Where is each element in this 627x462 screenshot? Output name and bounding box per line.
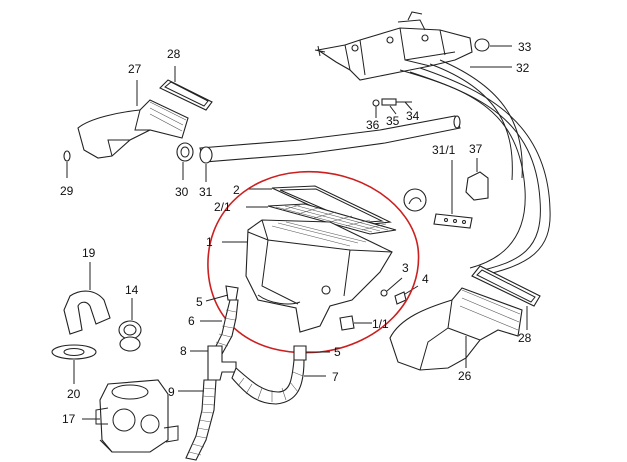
label-36: 36: [366, 118, 380, 132]
label-4: 4: [422, 272, 429, 286]
label-30: 30: [175, 185, 189, 199]
label-19: 19: [82, 246, 96, 260]
label-17: 17: [62, 412, 76, 426]
label-20: 20: [67, 387, 81, 401]
label-6: 6: [188, 314, 195, 328]
label-31-1: 31/1: [432, 143, 456, 157]
label-26: 26: [458, 369, 472, 383]
part-1-filter-housing: [222, 219, 393, 333]
part-19-hose: [63, 262, 111, 335]
label-2-1: 2/1: [214, 200, 231, 214]
label-1: 1: [206, 235, 213, 249]
part-8-tee-connector: [190, 345, 237, 381]
part-27-intake-duct: [77, 80, 189, 159]
part-5-connector-lower: [293, 345, 330, 361]
part-33-cap: [474, 38, 512, 52]
label-2: 2: [233, 183, 240, 197]
label-5-upper: 5: [196, 295, 203, 309]
part-labels: 33 32 34 35 36 28 27 29 30 31 31/1 37 2 …: [60, 40, 532, 426]
part-14-clamp-ring: [118, 298, 142, 352]
part-9-corrugated-hose: [178, 379, 217, 461]
label-34: 34: [406, 109, 420, 123]
label-8: 8: [180, 344, 187, 358]
label-27: 27: [128, 62, 142, 76]
part-31-clamp: [199, 146, 213, 182]
part-37-rubber-mount: [465, 158, 489, 201]
part-17-throttle-body: [82, 379, 179, 453]
part-3-4-screws: [380, 277, 419, 305]
label-14: 14: [125, 283, 139, 297]
label-3: 3: [402, 261, 409, 275]
part-28-seal-lower: [471, 265, 541, 330]
control-bracket-assembly: [314, 11, 551, 277]
part-7-corrugated-hose: [231, 359, 326, 405]
label-35: 35: [386, 114, 400, 128]
part-29-clip: [63, 150, 71, 178]
part-34-35-36-fasteners: [372, 98, 413, 118]
label-31: 31: [199, 185, 213, 199]
long-air-tube: [199, 115, 461, 163]
part-1-1-clip: [339, 315, 372, 331]
label-29: 29: [60, 184, 74, 198]
part-31-1-strip: [433, 160, 473, 229]
part-5-elbow: [205, 285, 239, 302]
label-37: 37: [469, 142, 483, 156]
part-20-gasket: [51, 344, 97, 384]
part-30-clamp: [176, 142, 194, 180]
part-26-outlet-duct: [389, 287, 523, 371]
label-28-top: 28: [167, 47, 181, 61]
label-7: 7: [332, 370, 339, 384]
label-33: 33: [518, 40, 532, 54]
label-5-lower: 5: [334, 345, 341, 359]
label-1-1: 1/1: [372, 317, 389, 331]
label-9: 9: [168, 385, 175, 399]
small-clip-icon: [403, 188, 427, 212]
label-32: 32: [516, 61, 530, 75]
part-28-seal-top: [159, 66, 213, 111]
label-28-lower: 28: [518, 331, 532, 345]
